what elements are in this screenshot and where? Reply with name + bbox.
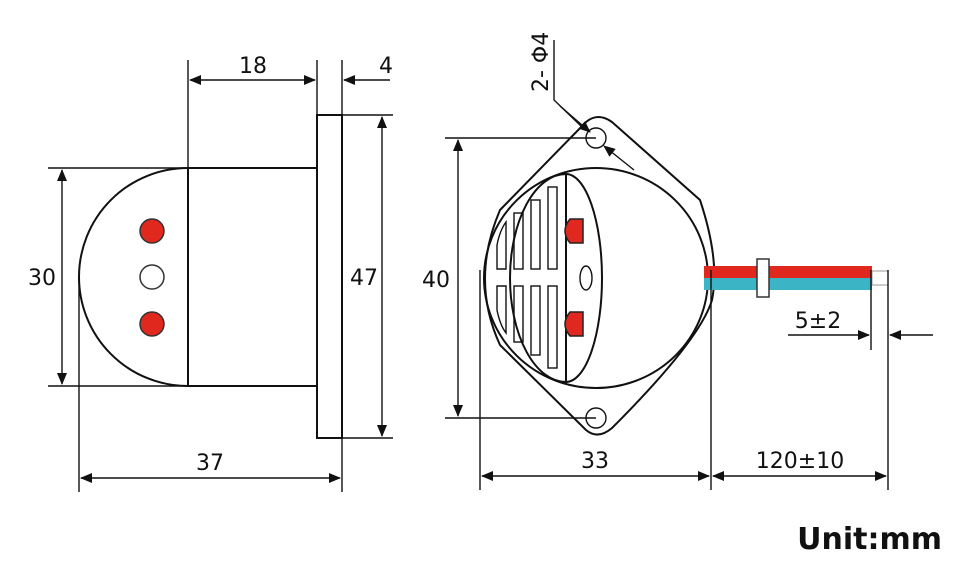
wire-red <box>704 266 872 278</box>
wire-blue <box>704 278 872 290</box>
wire-clamp <box>756 258 770 298</box>
grille-dome <box>509 173 567 383</box>
dim-body-width: 33 <box>581 449 609 474</box>
front-view: 2- Φ4 40 33 120±10 5±2 <box>422 32 933 490</box>
led-red-bottom <box>139 311 165 337</box>
dim-flange-height: 47 <box>350 266 378 291</box>
dim-flange-thickness: 4 <box>379 54 393 79</box>
led-red-top <box>564 218 584 244</box>
dim-body-depth: 18 <box>239 54 267 79</box>
dim-wire-length: 120±10 <box>756 449 844 474</box>
flange-outline <box>316 114 343 439</box>
dim-total-depth: 37 <box>196 451 224 476</box>
dim-body-height: 30 <box>28 266 56 291</box>
led-red-bottom <box>564 311 584 337</box>
dim-strip-length: 5±2 <box>795 309 841 334</box>
buzzer-body <box>483 167 709 389</box>
dim-hole-spacing: 40 <box>422 268 450 293</box>
sensor-window <box>579 265 593 291</box>
body-outline <box>187 167 318 387</box>
dim-mount-holes: 2- Φ4 <box>529 32 554 92</box>
wire-stripped-end <box>871 270 889 286</box>
led-red-top <box>139 218 165 244</box>
sensor-window <box>139 264 165 290</box>
unit-label: Unit:mm <box>797 522 942 557</box>
grille-slots <box>496 186 558 369</box>
side-view: 18 4 30 47 37 <box>28 54 393 492</box>
mounting-flange <box>484 116 716 436</box>
dome-outline <box>78 167 189 387</box>
